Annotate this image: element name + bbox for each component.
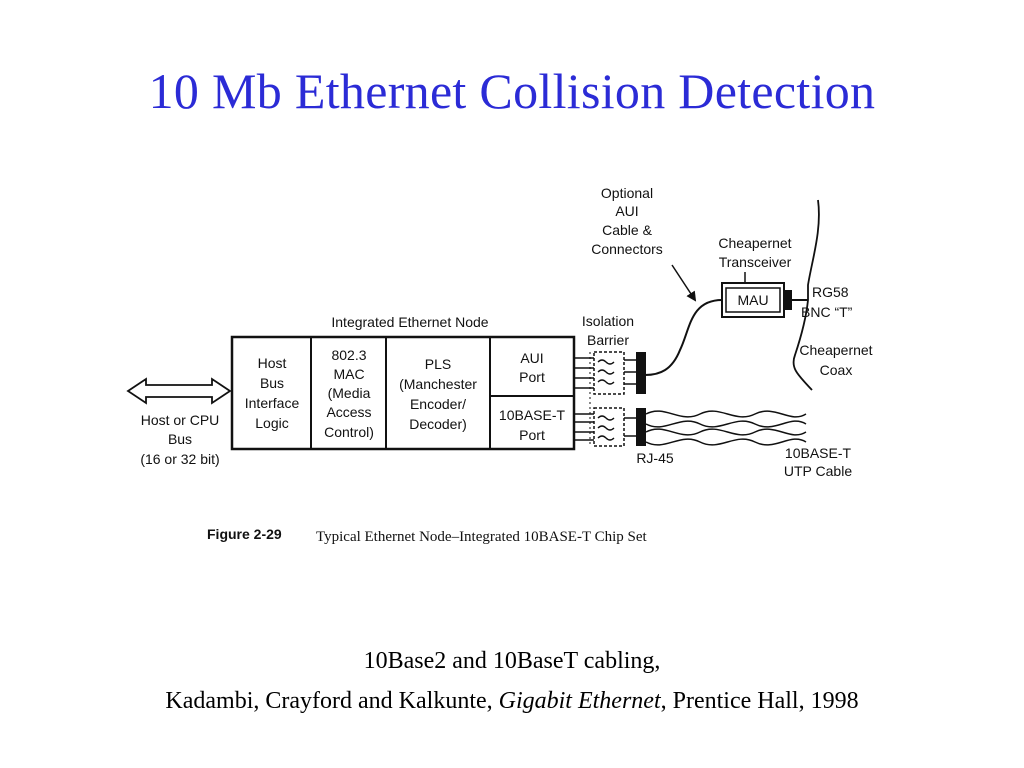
svg-text:BNC “T”: BNC “T” <box>801 304 853 320</box>
svg-text:Bus: Bus <box>260 375 284 391</box>
isolation-barrier-label: Isolation Barrier <box>582 313 634 348</box>
svg-text:Host: Host <box>258 355 287 371</box>
svg-text:Interface: Interface <box>245 395 300 411</box>
svg-text:Port: Port <box>519 369 545 385</box>
figure-caption: Figure 2-29 Typical Ethernet Node–Integr… <box>207 526 648 545</box>
pls-block: PLS (Manchester Encoder/ Decoder) <box>399 356 477 432</box>
svg-text:(Manchester: (Manchester <box>399 376 477 392</box>
figure-caption-text: Typical Ethernet Node–Integrated 10BASE-… <box>316 529 648 545</box>
svg-text:Cable &: Cable & <box>602 222 652 238</box>
svg-text:Control): Control) <box>324 424 374 440</box>
utp-cable-label: 10BASE-T UTP Cable <box>784 445 852 479</box>
svg-text:AUI: AUI <box>615 203 638 219</box>
svg-text:AUI: AUI <box>520 350 543 366</box>
svg-text:Optional: Optional <box>601 185 653 201</box>
citation-publisher: , Prentice Hall, 1998 <box>660 688 859 714</box>
svg-text:Coax: Coax <box>820 362 853 378</box>
cheapernet-coax-cable <box>792 199 820 391</box>
integrated-node-label: Integrated Ethernet Node <box>331 314 488 330</box>
aui-isolation-transformer <box>574 351 646 395</box>
aui-port-block: AUI Port <box>519 350 545 385</box>
citation-line-1: 10Base2 and 10BaseT cabling, <box>363 648 661 674</box>
figure-number: Figure 2-29 <box>207 526 282 542</box>
aui-pointer-arrow <box>671 264 697 302</box>
svg-text:Host or CPU: Host or CPU <box>141 412 220 428</box>
host-cpu-bus-label: Host or CPU Bus (16 or 32 bit) <box>140 412 219 467</box>
svg-text:MAC: MAC <box>333 366 364 382</box>
citation-book-title: Gigabit Ethernet <box>498 688 661 714</box>
svg-text:Cheapernet: Cheapernet <box>799 342 872 358</box>
slide-title: 10 Mb Ethernet Collision Detection <box>148 63 876 119</box>
svg-text:802.3: 802.3 <box>331 347 366 363</box>
mau-label: MAU <box>737 292 768 308</box>
mac-block: 802.3 MAC (Media Access Control) <box>324 347 374 440</box>
host-bus-interface-block: Host Bus Interface Logic <box>245 355 300 431</box>
svg-text:Access: Access <box>326 404 371 420</box>
svg-text:Decoder): Decoder) <box>409 416 467 432</box>
tenbaset-isolation-transformer <box>574 407 646 447</box>
svg-text:Bus: Bus <box>168 431 192 447</box>
tenbaset-port-block: 10BASE-T Port <box>499 407 566 443</box>
citation-authors: Kadambi, Crayford and Kalkunte, <box>165 688 499 714</box>
svg-text:Isolation: Isolation <box>582 313 634 329</box>
aui-cable <box>644 299 723 376</box>
mau-transceiver: MAU <box>721 282 792 318</box>
svg-text:Connectors: Connectors <box>591 241 663 257</box>
svg-text:(Media: (Media <box>328 385 371 401</box>
optional-aui-label: Optional AUI Cable & Connectors <box>591 185 663 257</box>
cheapernet-coax-label: Cheapernet Coax <box>799 342 872 378</box>
svg-text:Logic: Logic <box>255 415 288 431</box>
svg-text:UTP Cable: UTP Cable <box>784 463 852 479</box>
svg-text:(16 or 32 bit): (16 or 32 bit) <box>140 451 219 467</box>
svg-text:10BASE-T: 10BASE-T <box>499 407 566 423</box>
svg-text:Port: Port <box>519 427 545 443</box>
svg-text:RG58: RG58 <box>812 284 849 300</box>
rj45-label: RJ-45 <box>636 450 674 466</box>
svg-text:Barrier: Barrier <box>587 332 629 348</box>
utp-twisted-pair-cable <box>645 410 807 446</box>
rg58-label: RG58 BNC “T” <box>801 284 853 320</box>
ethernet-node-box <box>230 335 576 451</box>
svg-text:Transceiver: Transceiver <box>719 254 792 270</box>
cheapernet-transceiver-label: Cheapernet Transceiver <box>718 235 791 270</box>
host-bus-double-arrow <box>126 377 232 405</box>
citation-line-2: Kadambi, Crayford and Kalkunte, Gigabit … <box>0 688 1024 715</box>
svg-text:Cheapernet: Cheapernet <box>718 235 791 251</box>
svg-text:PLS: PLS <box>425 356 451 372</box>
svg-text:Encoder/: Encoder/ <box>410 396 466 412</box>
svg-text:10BASE-T: 10BASE-T <box>785 445 852 461</box>
